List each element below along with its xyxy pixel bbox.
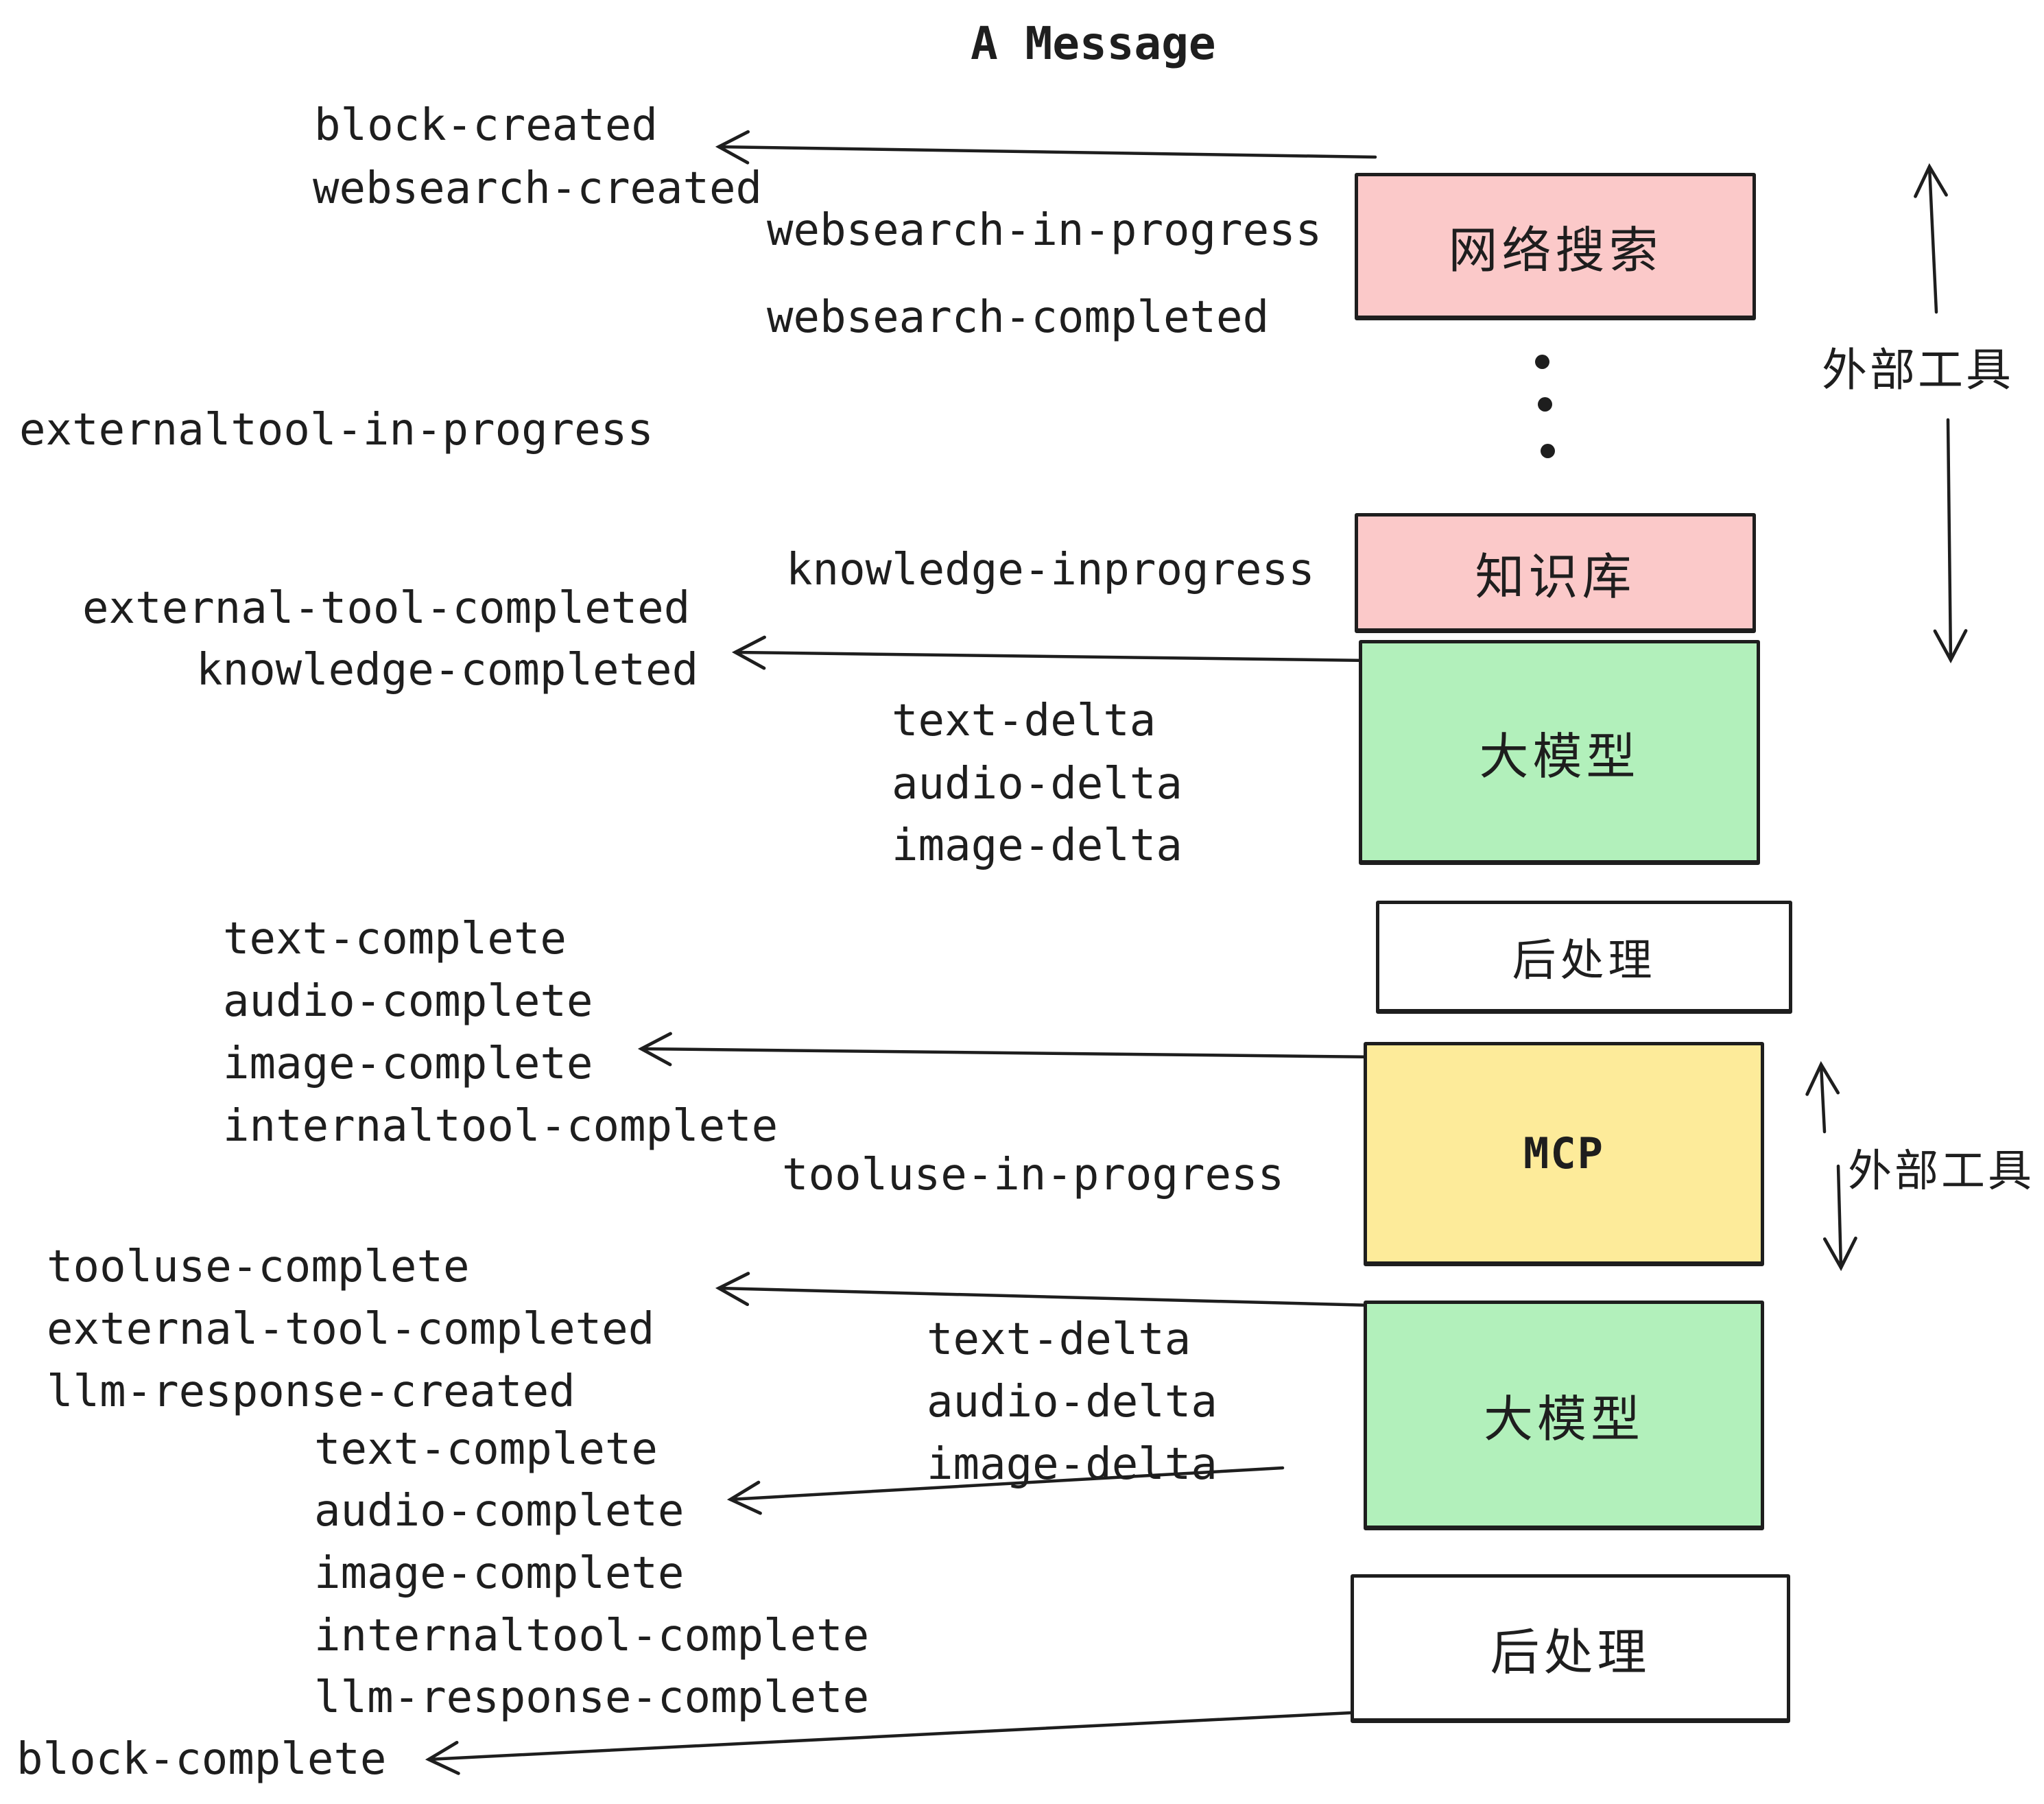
- event-label-audio-delta: audio-delta: [892, 759, 1183, 809]
- event-label-text-delta: text-delta: [892, 696, 1156, 746]
- event-label-image-delta: image-delta: [892, 820, 1183, 871]
- event-label-knowledge-inprogress: knowledge-inprogress: [786, 545, 1315, 595]
- event-label-externaltool-in-progress: externaltool-in-progress: [19, 405, 654, 455]
- event-label-text-delta-2: text-delta: [927, 1314, 1191, 1365]
- arrow-llm2-to-tooluse-complete: [715, 1272, 1374, 1307]
- event-label-image-complete-2: image-complete: [314, 1548, 685, 1599]
- box-llm-1: 大模型: [1359, 640, 1760, 865]
- event-label-websearch-created: websearch-created: [313, 163, 763, 214]
- event-label-internaltool-complete-2: internaltool-complete: [314, 1611, 870, 1661]
- external-tools-label-2: 外部工具: [1848, 1146, 2034, 1197]
- event-label-tooluse-in-progress: tooluse-in-progress: [782, 1150, 1285, 1200]
- event-label-text-complete: text-complete: [223, 914, 567, 964]
- event-label-image-complete: image-complete: [223, 1039, 593, 1089]
- event-label-audio-delta-2: audio-delta: [927, 1377, 1217, 1427]
- box-llm-2: 大模型: [1364, 1301, 1764, 1530]
- arrow-llm1-to-knowledge-completed: [731, 635, 1372, 670]
- box-websearch: 网络搜索: [1355, 173, 1756, 320]
- event-label-llm-response-complete: llm-response-complete: [314, 1672, 870, 1723]
- arrow-external-tools-down-1: [1933, 418, 1968, 664]
- event-label-external-tool-completed: external-tool-completed: [82, 583, 691, 634]
- event-label-block-complete: block-complete: [16, 1734, 387, 1785]
- event-label-text-complete-2: text-complete: [314, 1424, 658, 1475]
- event-label-websearch-completed: websearch-completed: [767, 292, 1270, 343]
- event-label-websearch-in-progress: websearch-in-progress: [767, 205, 1322, 256]
- event-label-image-delta-2: image-delta: [927, 1439, 1217, 1490]
- event-label-llm-response-created: llm-response-created: [47, 1366, 575, 1417]
- external-tools-label-1: 外部工具: [1822, 344, 2014, 396]
- arrow-external-tools-up-2: [1805, 1060, 1840, 1134]
- box-postprocess-2: 后处理: [1351, 1574, 1790, 1723]
- ellipsis-dot-1: [1535, 355, 1549, 369]
- event-label-external-tool-completed-2: external-tool-completed: [47, 1304, 655, 1355]
- event-label-audio-complete-2: audio-complete: [314, 1486, 685, 1536]
- box-knowledge: 知识库: [1355, 513, 1756, 633]
- ellipsis-dot-3: [1541, 444, 1555, 458]
- event-label-tooluse-complete: tooluse-complete: [47, 1242, 470, 1292]
- arrow-external-tools-up-1: [1914, 163, 1948, 314]
- box-postprocess-1: 后处理: [1376, 901, 1792, 1014]
- event-label-audio-complete: audio-complete: [223, 976, 593, 1027]
- arrow-external-tools-down-2: [1822, 1164, 1857, 1272]
- arrow-websearch-to-created-events: [715, 130, 1377, 165]
- diagram-title: A Message: [971, 17, 1216, 70]
- event-label-block-created: block-created: [314, 100, 658, 151]
- ellipsis-dot-2: [1538, 397, 1552, 412]
- arrow-mcp-to-complete-events: [637, 1032, 1381, 1067]
- event-label-internaltool-complete: internaltool-complete: [223, 1101, 779, 1152]
- event-label-knowledge-completed: knowledge-completed: [196, 645, 699, 696]
- box-mcp: MCP: [1364, 1042, 1764, 1266]
